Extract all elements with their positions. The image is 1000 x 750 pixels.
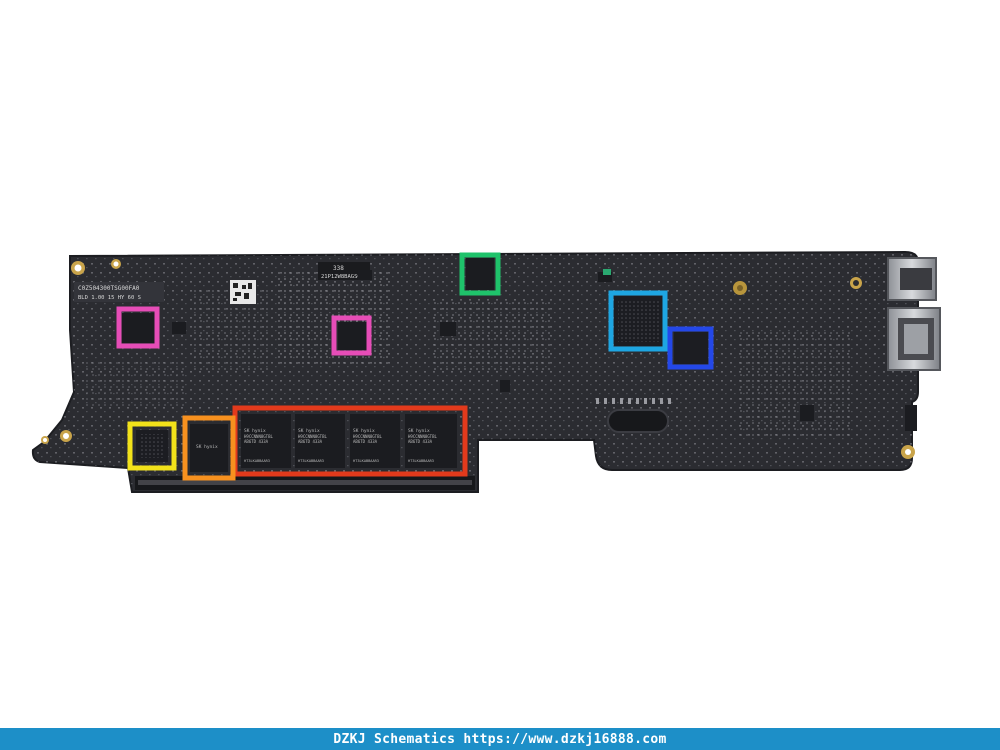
ram-chip: SK hynix H9CCNNN8GTBL AB6TD 433A HT3LKAB… [241, 414, 291, 468]
watermark-footer: DZKJ Schematics https://www.dzkj16888.co… [0, 728, 1000, 750]
svg-text:SK hynix: SK hynix [408, 428, 430, 434]
svg-text:HT3LKABBAAR3: HT3LKABBAAR3 [244, 459, 270, 463]
orange-highlight-box [182, 415, 236, 481]
svg-text:AB6TD 433A: AB6TD 433A [353, 439, 378, 444]
svg-text:HT3LKABBAAR3: HT3LKABBAAR3 [353, 459, 379, 463]
ram-chip: SK hynix H9CCNNN8GTBL AB6TD 433A HT3LKAB… [405, 414, 457, 468]
svg-text:SK hynix: SK hynix [244, 428, 266, 434]
green-highlight-box [459, 252, 501, 296]
svg-text:H9CCNNN8GTBL: H9CCNNN8GTBL [244, 434, 273, 439]
flash-chip-brand: SK hynix [196, 444, 218, 450]
chip-id-line2: 21P12W8BAGS0 [321, 274, 361, 280]
yellow-highlight-box [127, 421, 177, 471]
svg-text:AB6TD 433A: AB6TD 433A [408, 439, 433, 444]
svg-text:H9CCNNN8GTBL: H9CCNNN8GTBL [298, 434, 327, 439]
chip-id-line1: 338 [333, 265, 344, 272]
board-serial: C0Z504300TSG00FA0 [78, 285, 140, 292]
board-revision: BLD 1.00 15 HY 60 S [78, 295, 141, 301]
svg-text:HT3LKABBAAR3: HT3LKABBAAR3 [298, 459, 324, 463]
light-blue-highlight-box [608, 290, 668, 352]
thunderbolt-port [887, 307, 941, 371]
svg-text:SK hynix: SK hynix [298, 428, 320, 434]
svg-text:SK hynix: SK hynix [353, 428, 375, 434]
svg-text:AB6TD 433A: AB6TD 433A [244, 439, 269, 444]
ram-chip: SK hynix H9CCNNN8GTBL AB6TD 433A HT3LKAB… [295, 414, 345, 468]
svg-text:HT3LKABBAAR3: HT3LKABBAAR3 [408, 459, 434, 463]
usb-port [887, 257, 937, 301]
barcode-label [230, 280, 256, 304]
dark-blue-highlight-box [667, 326, 714, 370]
svg-text:H9CCNNN8GTBL: H9CCNNN8GTBL [408, 434, 437, 439]
pink-highlight-box-left [116, 306, 160, 349]
svg-text:H9CCNNN8GTBL: H9CCNNN8GTBL [353, 434, 382, 439]
mounting-holes [41, 259, 915, 459]
footer-text: DZKJ Schematics https://www.dzkj16888.co… [333, 731, 667, 747]
logic-board-photo: C0Z504300TSG00FA0 BLD 1.00 15 HY 60 S 33… [31, 250, 941, 493]
ram-chips: SK hynix H9CCNNN8GTBL AB6TD 433A HT3LKAB… [241, 414, 457, 468]
svg-text:AB6TD 433A: AB6TD 433A [298, 439, 323, 444]
ram-chip: SK hynix H9CCNNN8GTBL AB6TD 433A HT3LKAB… [350, 414, 400, 468]
pink-highlight-box-center [331, 315, 372, 356]
